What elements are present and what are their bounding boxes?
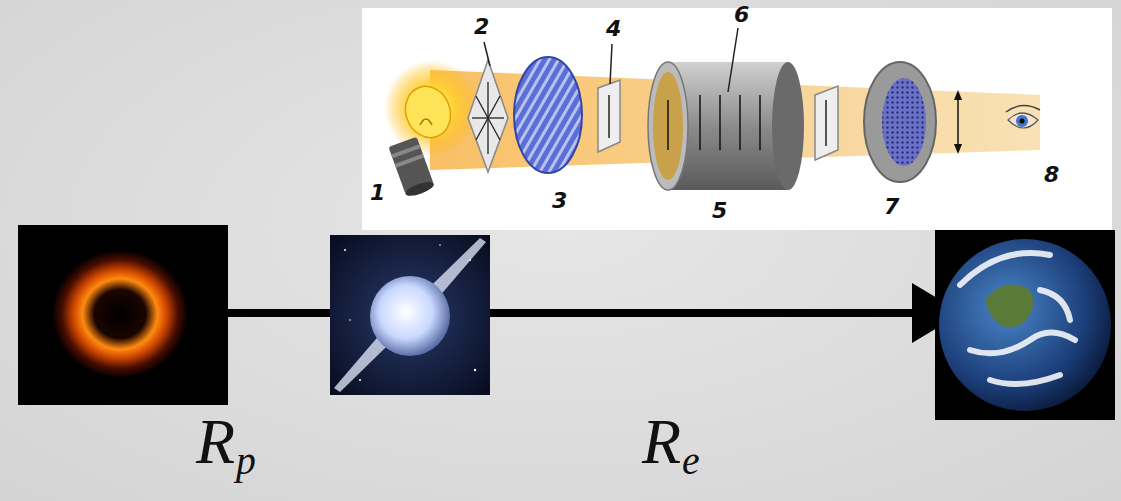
callout-number: 4	[606, 18, 621, 40]
callout-number: 6	[734, 4, 749, 26]
distance-symbol: Re	[642, 410, 700, 474]
subscript: p	[236, 439, 256, 483]
callout-number: 2	[474, 16, 489, 38]
distance-symbol: Rp	[196, 410, 256, 474]
callout-number: 1	[370, 182, 385, 204]
subscript: e	[682, 439, 700, 483]
callout-number: 8	[1044, 164, 1059, 186]
callout-number: 3	[552, 190, 567, 212]
callout-number: 7	[884, 196, 899, 218]
callout-number: 5	[712, 200, 727, 222]
